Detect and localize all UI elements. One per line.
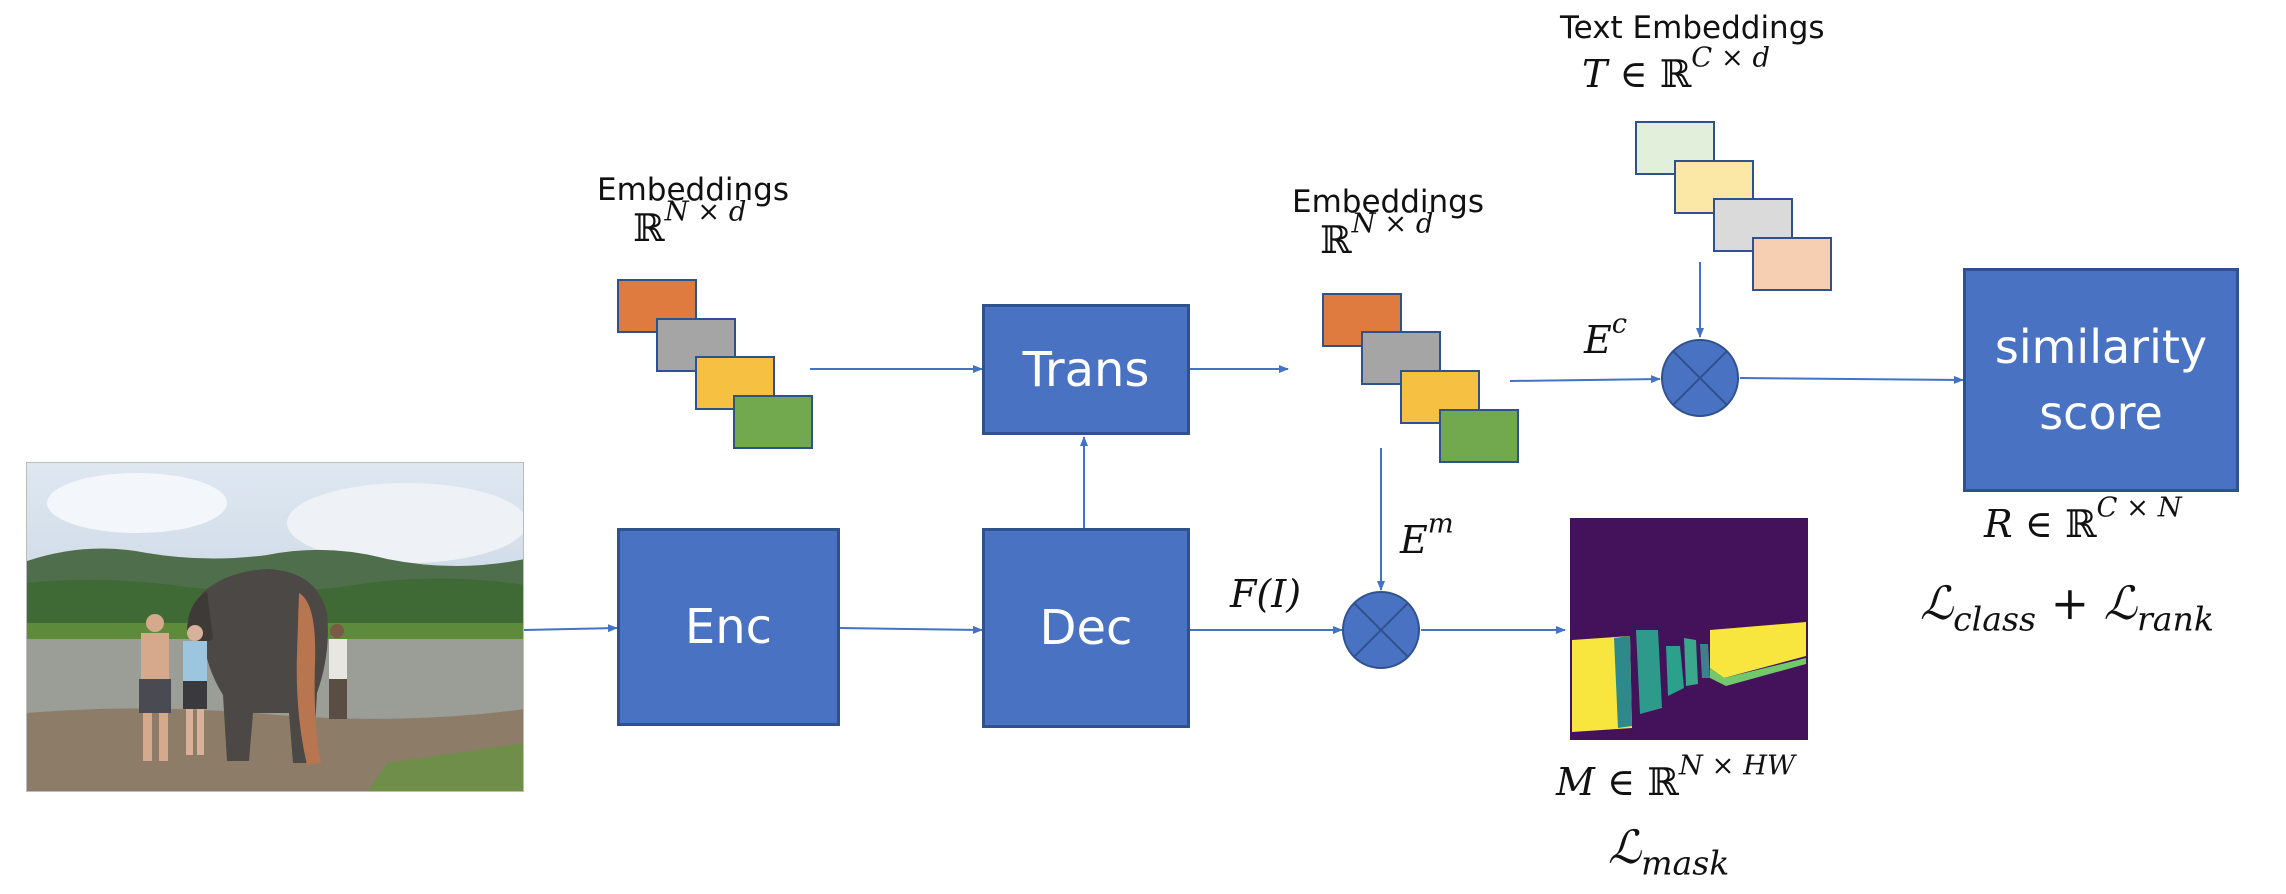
class-embedding-label: Ec: [1584, 308, 1628, 362]
embeddings-right-title: Embeddings: [1292, 184, 1484, 220]
mask-embedding-label: Em: [1400, 508, 1454, 562]
feature-label: F(I): [1230, 572, 1302, 616]
multiply-operator-class: [1661, 339, 1739, 417]
encoder-block: Enc: [617, 528, 840, 726]
text-embeddings-title: Text Embeddings: [1560, 10, 1825, 46]
text-embeddings-stack: [1635, 121, 1832, 291]
arrow-class-multiply-to-score: [1739, 375, 1964, 384]
similarity-label-line1: similarity: [1994, 320, 2208, 374]
arrow-enc-to-dec: [839, 625, 983, 634]
transformer-block: Trans: [982, 304, 1190, 435]
input-photo: [26, 462, 524, 792]
mask-dim-label: M ∈ ℝN × HW: [1556, 750, 1796, 804]
score-loss-label: ℒclass + ℒrank: [1920, 576, 2214, 639]
output-mask-image: [1570, 518, 1808, 740]
decoder-label: Dec: [1039, 600, 1133, 656]
arrow-image-to-enc: [523, 624, 618, 633]
elephant-photo: [27, 463, 523, 791]
text-embeddings-dim: T ∈ ℝC × d: [1582, 42, 1771, 96]
embeddings-right-dim: ℝN × d: [1320, 208, 1434, 262]
arrow-embeddings-to-class-multiply: [1509, 375, 1661, 384]
embeddings-left-title: Embeddings: [597, 172, 789, 208]
segmentation-mask: [1570, 518, 1808, 740]
encoder-label: Enc: [684, 599, 773, 655]
similarity-score-block: similarity score: [1963, 268, 2239, 492]
score-dim-label: R ∈ ℝC × N: [1984, 492, 2182, 546]
embeddings-stack-right: [1322, 293, 1519, 463]
transformer-label: Trans: [1022, 341, 1150, 398]
embeddings-stack-left: [617, 279, 813, 449]
similarity-label-line2: score: [2039, 386, 2163, 440]
multiply-operator-mask: [1342, 591, 1420, 669]
embeddings-left-dim: ℝN × d: [633, 196, 747, 250]
decoder-block: Dec: [982, 528, 1190, 728]
mask-loss-label: ℒmask: [1608, 820, 1730, 883]
